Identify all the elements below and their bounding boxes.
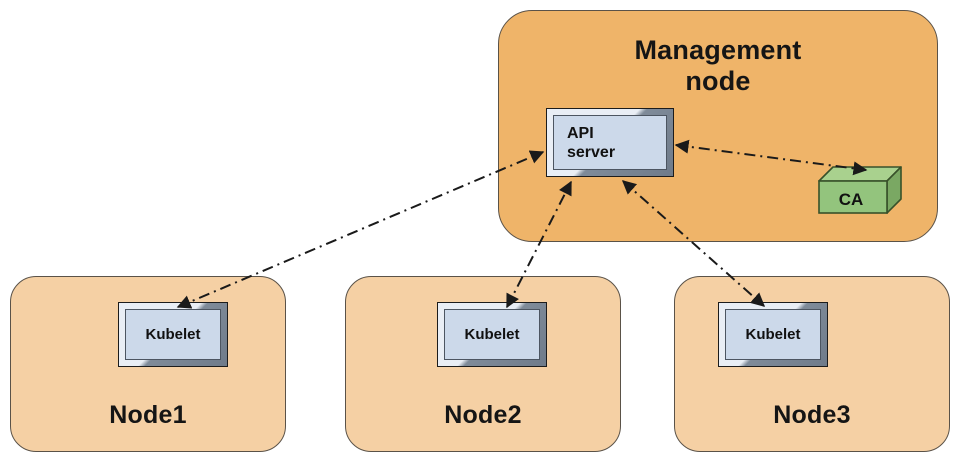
management-node-title-line1: Management bbox=[634, 35, 802, 65]
kubelet-label-1: Kubelet bbox=[145, 325, 201, 343]
api-server-label-line2: server bbox=[567, 143, 616, 161]
kubelet-label-2: Kubelet bbox=[464, 325, 520, 343]
ca-box[interactable]: CA bbox=[818, 166, 902, 214]
worker-node-label-2: Node2 bbox=[444, 401, 522, 429]
kubelet-inner-2: Kubelet bbox=[444, 309, 540, 360]
kubelet-inner-1: Kubelet bbox=[125, 309, 221, 360]
kubelet-inner-3: Kubelet bbox=[725, 309, 821, 360]
management-node-title: Management node bbox=[499, 35, 937, 97]
management-node-title-line2: node bbox=[685, 66, 751, 96]
kubelet-box-2[interactable]: Kubelet bbox=[437, 302, 547, 367]
kubelet-label-3: Kubelet bbox=[745, 325, 801, 343]
ca-cuboid-shape bbox=[818, 166, 902, 214]
worker-node-label-3: Node3 bbox=[773, 401, 851, 429]
api-server-label-line1: API bbox=[567, 124, 594, 142]
api-server-inner: API server bbox=[553, 115, 667, 170]
kubelet-box-1[interactable]: Kubelet bbox=[118, 302, 228, 367]
kubelet-box-3[interactable]: Kubelet bbox=[718, 302, 828, 367]
api-server-box[interactable]: API server bbox=[546, 108, 674, 177]
worker-node-label-1: Node1 bbox=[109, 401, 187, 429]
